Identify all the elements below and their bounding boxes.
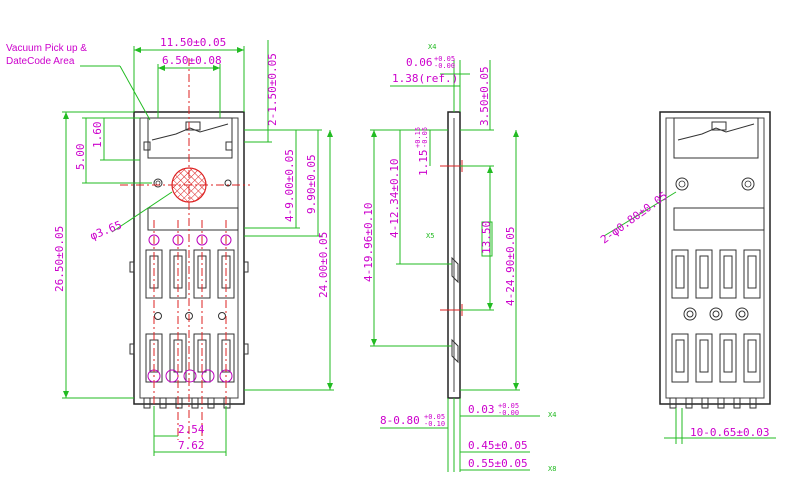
back-latch-tab [711,121,727,131]
front-latch-small-right [225,141,233,151]
back-crossbar [673,207,765,231]
front-latch-spring [151,123,229,141]
front-mid-hole-left [154,312,162,320]
back-body-outline [659,111,771,405]
front-latch-small-left [143,141,151,151]
back-hole-right [741,177,755,191]
front-pitch-254: 2.54 [178,423,205,436]
side-x5: X5 [426,232,434,240]
front-circle: φ3.65 [88,218,124,242]
front-latch-box [147,117,233,159]
back-view: 2-φ0.80±0.05 10-0.65±0.03 [598,111,776,444]
back-hole-left-inner [678,180,686,188]
front-note-line2: DateCode Area [6,56,75,67]
front-latch-tab [185,121,201,131]
front-h-990: 9.90±0.05 [305,154,318,214]
front-h-160: 1.60 [91,122,104,149]
back-dimension-lines [603,191,776,444]
side-ref-138: 1.38(ref.) [392,72,458,85]
side-x4-top: X4 [428,43,436,51]
front-top-offset: 2-1.50±0.05 [266,53,279,126]
side-d-115-plus: +0.15 [414,127,422,148]
front-mid-hole-right [218,312,226,320]
side-d-080-plus: +0.05 [424,413,445,421]
front-pads-top [148,234,232,246]
side-d-003: 0.03 [468,403,495,416]
side-d-080: 8-0.80 [380,414,420,427]
back-pins: 10-0.65±0.03 [690,426,769,439]
side-tol-006: 0.06 [406,56,433,69]
back-bottom-pins [669,397,757,409]
side-d-003-minus: -0.00 [498,409,519,417]
side-contact-upper [451,256,459,284]
side-d-045: 0.45±0.05 [468,439,528,452]
side-view: X4 0.06 +0.05 -0.00 1.38(ref.) 3.50±0.05… [362,43,556,473]
side-contact-lower [451,338,459,364]
side-d-1234: 4-12.34±0.10 [388,159,401,238]
back-latch-spring [677,123,755,141]
front-view: Vacuum Pick up & DateCode Area 11.50±0.0… [6,36,334,456]
front-width-outer: 11.50±0.05 [160,36,226,49]
back-gears [683,307,749,321]
front-contacts-bottom [145,333,235,383]
side-arrowheads [371,130,519,390]
front-h-500: 5.00 [74,144,87,171]
front-bottom-pins [143,397,231,409]
front-arrowheads [63,47,333,398]
side-d-350: 3.50±0.05 [478,66,491,126]
front-h-900: 4-9.00±0.05 [283,149,296,222]
front-hole-left [153,178,163,188]
side-tol-006-plus: +0.05 [434,55,455,63]
back-body-inner [665,117,765,399]
front-pads-bottom [147,369,233,383]
side-d-1350: 13.50 [480,221,493,254]
side-x8: X8 [548,465,556,473]
front-width-inner: 6.50±0.08 [162,54,222,67]
front-dimension-lines [62,40,334,456]
back-contacts-top [671,249,761,299]
side-centerline-marks [440,160,470,316]
side-d-080-minus: -0.10 [424,420,445,428]
front-span-762: 7.62 [178,439,205,452]
front-height-24: 24.00±0.05 [317,232,330,298]
side-d-2490: 4-24.90±0.05 [504,227,517,306]
front-hole-left-inner [155,180,161,186]
front-note-line1: Vacuum Pick up & [6,43,87,54]
front-centerlines [120,58,250,440]
back-latch-box [673,117,759,159]
back-hole-left [675,177,689,191]
front-height-total: 26.50±0.05 [53,226,66,292]
side-tol-006-minus: -0.00 [434,62,455,70]
side-d-115-minus: -0.05 [421,127,429,148]
front-crossbar [147,207,239,231]
front-side-notches [129,261,249,355]
side-d-1996: 4-19.96±0.10 [362,203,375,282]
front-contacts-top [145,249,235,299]
side-x4-bottom: X4 [548,411,556,419]
front-hole-right [224,179,232,187]
side-d-115: 1.15 [417,150,430,177]
side-d-003-plus: +0.05 [498,402,519,410]
side-d-055: 0.55±0.05 [468,457,528,470]
back-contacts-bottom [671,333,761,383]
side-dimension-lines [370,60,540,472]
back-hole-right-inner [744,180,752,188]
